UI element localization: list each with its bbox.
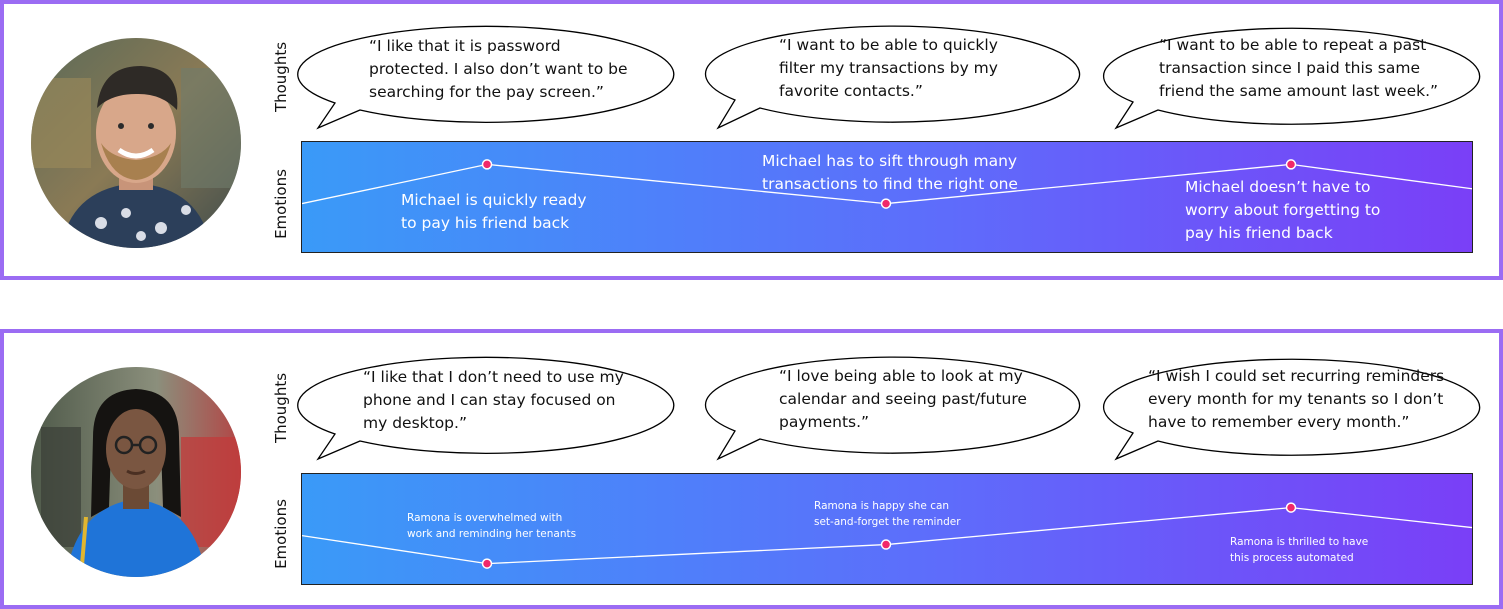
emotion-point xyxy=(1285,502,1297,513)
thought-bubble xyxy=(1103,358,1481,461)
thought-bubble xyxy=(704,25,1081,130)
thought-bubble xyxy=(1103,27,1481,130)
emotion-point xyxy=(481,558,493,569)
emotion-point xyxy=(880,539,892,550)
thought-bubble xyxy=(297,25,675,130)
avatar-ramona xyxy=(31,367,241,577)
emotion-point xyxy=(1285,159,1297,170)
emotion-curve xyxy=(302,502,1472,569)
thought-bubble xyxy=(704,356,1081,461)
emotion-point xyxy=(880,198,892,209)
emotion-point xyxy=(481,159,493,170)
emotions-label-2: Emotions xyxy=(272,499,290,569)
emotion-curve xyxy=(302,159,1472,209)
emotions-label-1: Emotions xyxy=(272,169,290,239)
thought-bubble xyxy=(297,356,675,461)
